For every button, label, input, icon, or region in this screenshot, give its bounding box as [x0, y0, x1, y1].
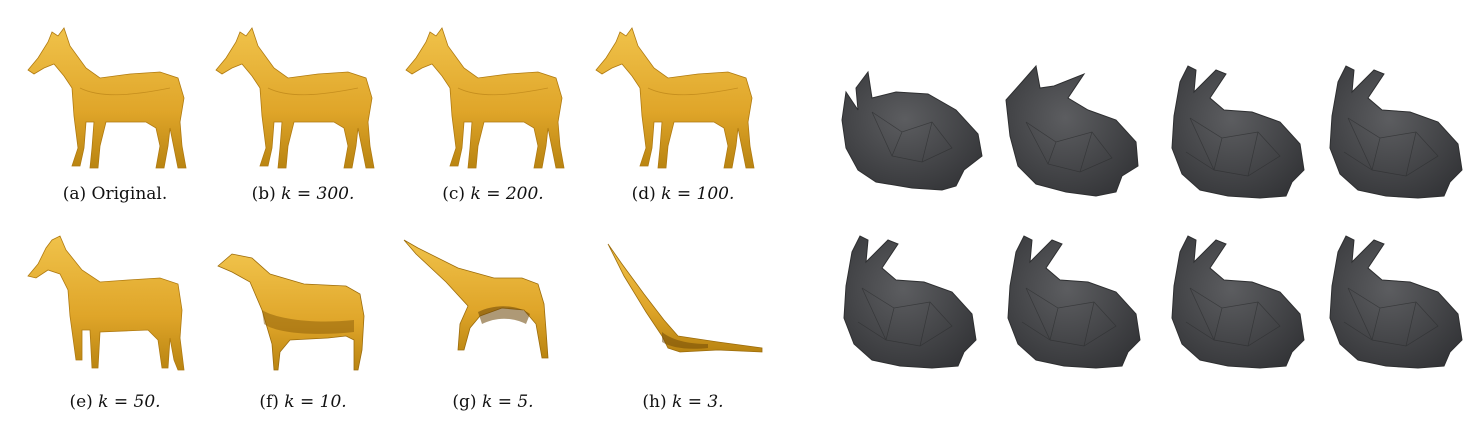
caption-d: (d) k = 100.	[631, 184, 735, 204]
bunny-image-6	[1007, 235, 1141, 369]
horse-panel-d: (d) k = 100.	[588, 18, 778, 218]
horse-image-g	[403, 239, 549, 359]
bunny-image-4	[1329, 65, 1463, 199]
horse-panel-e: (e) k = 50.	[20, 220, 210, 420]
horse-panel-c: (c) k = 200.	[398, 18, 588, 218]
horse-panel-a: (a) Original.	[20, 18, 210, 218]
bunny-image-2	[1005, 65, 1139, 197]
horse-image-b	[215, 27, 375, 169]
horse-image-d	[595, 27, 755, 169]
horse-image-f	[217, 253, 365, 371]
caption-g: (g) k = 5.	[452, 392, 534, 412]
horse-image-e	[27, 235, 185, 371]
horse-panel-f: (f) k = 10.	[208, 220, 398, 420]
caption-a: (a) Original.	[62, 184, 168, 204]
bunny-image-8	[1329, 235, 1463, 369]
horse-image-a	[27, 27, 187, 169]
bunny-image-7	[1171, 235, 1305, 369]
bunny-image-5	[843, 235, 977, 369]
bunny-image-1	[841, 71, 983, 191]
bunny-image-3	[1171, 65, 1305, 199]
caption-h: (h) k = 3.	[642, 392, 724, 412]
horse-panel-h: (h) k = 3.	[588, 220, 778, 420]
caption-b: (b) k = 300.	[251, 184, 355, 204]
caption-f: (f) k = 10.	[259, 392, 347, 412]
caption-e: (e) k = 50.	[69, 392, 161, 412]
caption-c: (c) k = 200.	[442, 184, 544, 204]
horse-image-h	[607, 243, 763, 353]
horse-image-c	[405, 27, 565, 169]
horse-panel-g: (g) k = 5.	[398, 220, 588, 420]
horse-panel-b: (b) k = 300.	[208, 18, 398, 218]
